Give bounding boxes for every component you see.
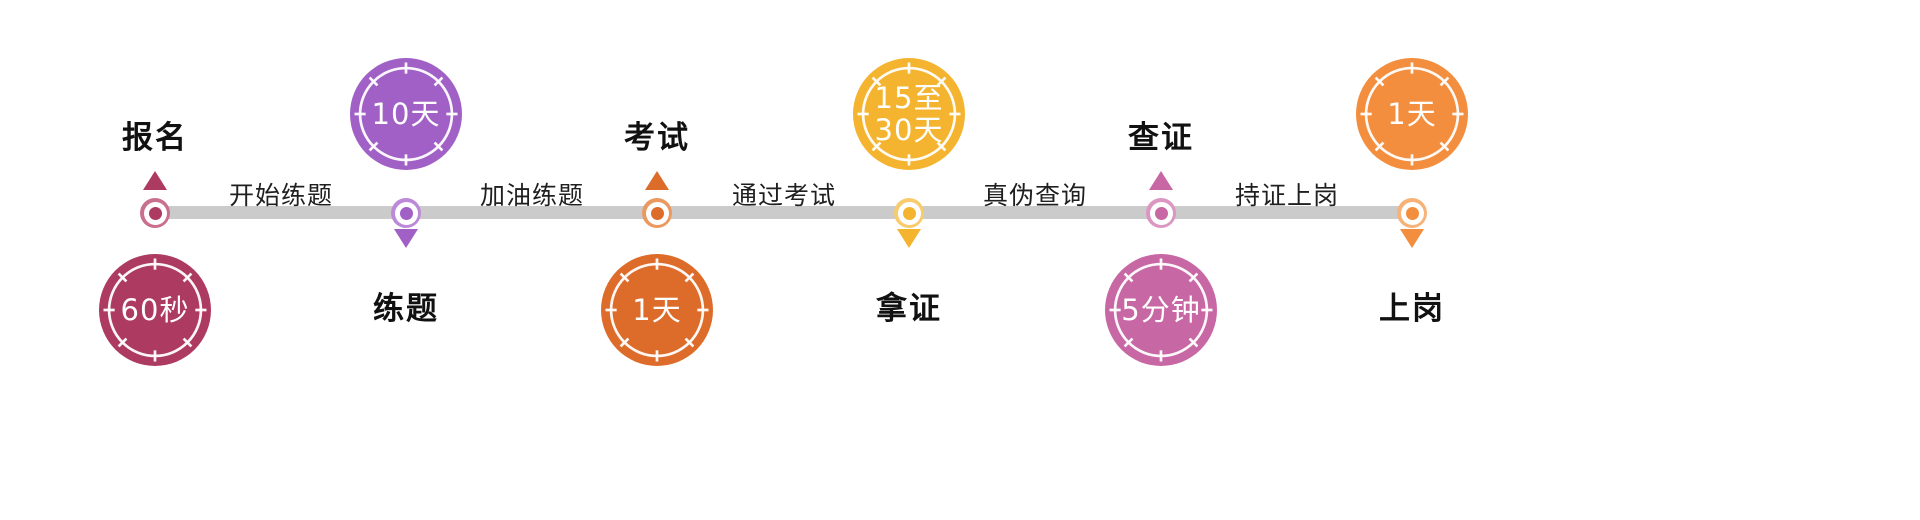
clock-icon (857, 62, 961, 166)
timeline-node-exam: 考试 1天 (567, 0, 747, 520)
connector-label-work-with-cert: 持证上岗 (1234, 181, 1339, 210)
arrow-down-icon (897, 229, 921, 248)
timeline-dot-core (1405, 206, 1419, 220)
duration-text: 1天 (632, 292, 682, 327)
timeline-dot-core (399, 206, 413, 220)
duration-badge: 15至 30天 (853, 58, 965, 170)
timeline-dot-core (148, 206, 162, 220)
connector-label-start-practice: 开始练题 (228, 181, 333, 210)
connector-label-keep-practicing: 加油练题 (479, 181, 584, 210)
timeline-node-register: 报名 60秒 (65, 0, 245, 520)
duration-text: 15至 30天 (874, 80, 944, 147)
timeline-dot (391, 198, 421, 228)
timeline-dot (894, 198, 924, 228)
timeline-dot (1146, 198, 1176, 228)
duration-text: 5分钟 (1121, 292, 1201, 327)
arrow-up-icon (143, 171, 167, 190)
arrow-up-icon (1149, 171, 1173, 190)
timeline-dot-core (650, 206, 664, 220)
step-label: 报名 (122, 120, 188, 156)
timeline-dot-core (1154, 206, 1168, 220)
timeline-dot-core (902, 206, 916, 220)
clock-icon (103, 258, 207, 362)
duration-badge: 1天 (601, 254, 713, 366)
clock-icon (1109, 258, 1213, 362)
timeline-node-practice: 10天 练题 (316, 0, 496, 520)
clock-icon (605, 258, 709, 362)
timeline-node-verify: 查证 5分钟 (1071, 0, 1251, 520)
arrow-down-icon (1400, 229, 1424, 248)
timeline-dot (642, 198, 672, 228)
duration-badge: 10天 (350, 58, 462, 170)
step-label: 考试 (624, 120, 690, 156)
step-label: 上岗 (1379, 291, 1445, 327)
step-label: 练题 (373, 291, 439, 327)
timeline-node-start-work: 1天 上岗 (1322, 0, 1502, 520)
duration-badge: 60秒 (99, 254, 211, 366)
duration-text: 1天 (1387, 96, 1437, 131)
timeline-dot (1397, 198, 1427, 228)
arrow-down-icon (394, 229, 418, 248)
duration-text: 60秒 (120, 292, 190, 327)
connector-label-authenticity-check: 真伪查询 (982, 181, 1087, 210)
step-label: 查证 (1128, 120, 1194, 156)
clock-icon (354, 62, 458, 166)
duration-badge: 1天 (1356, 58, 1468, 170)
timeline-dot (140, 198, 170, 228)
clock-icon (1360, 62, 1464, 166)
timeline-node-get-certificate: 15至 30天 拿证 (819, 0, 999, 520)
duration-badge: 5分钟 (1105, 254, 1217, 366)
duration-text: 10天 (371, 96, 441, 131)
timeline-bar (147, 206, 1424, 219)
arrow-up-icon (645, 171, 669, 190)
step-label: 拿证 (876, 291, 942, 327)
connector-label-pass-exam: 通过考试 (731, 181, 836, 210)
